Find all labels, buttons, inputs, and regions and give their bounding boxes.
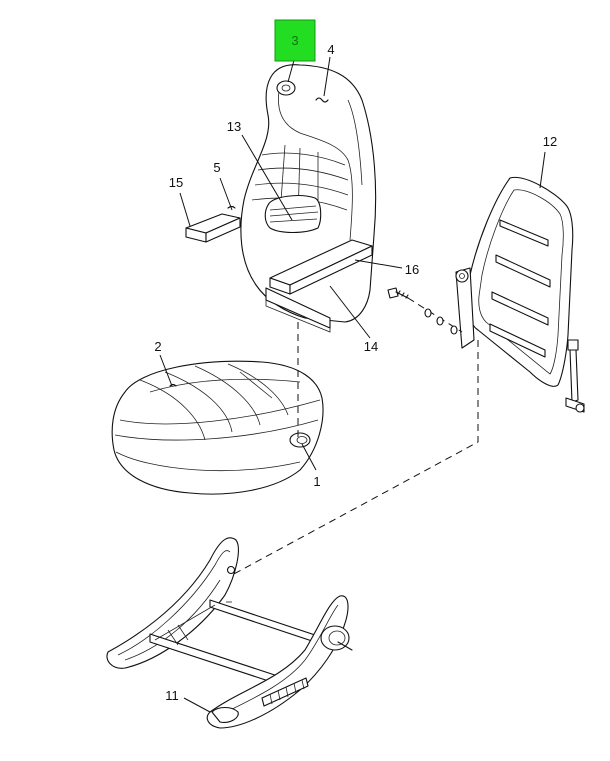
callout-5: 5 [213, 160, 220, 175]
callout-13: 13 [227, 119, 241, 134]
seat-cushion [111, 360, 324, 495]
callout-3-highlight[interactable]: 3 [274, 19, 316, 62]
leader-lines [159, 52, 546, 713]
callout-14: 14 [364, 339, 378, 354]
left-armrest [185, 205, 241, 243]
seat-back [240, 64, 377, 333]
callout-2: 2 [154, 339, 161, 354]
callout-3[interactable]: 3 [291, 33, 298, 48]
callout-11: 11 [165, 688, 179, 703]
seat-track-base [106, 537, 353, 729]
callout-1: 1 [313, 474, 320, 489]
right-armrest [269, 239, 373, 295]
assembly-lines [231, 322, 479, 576]
back-frame [455, 176, 585, 413]
hardware-set [387, 287, 463, 335]
callout-4: 4 [327, 42, 334, 57]
callout-15: 15 [169, 175, 183, 190]
callout-12: 12 [543, 134, 557, 149]
callout-16: 16 [405, 262, 419, 277]
